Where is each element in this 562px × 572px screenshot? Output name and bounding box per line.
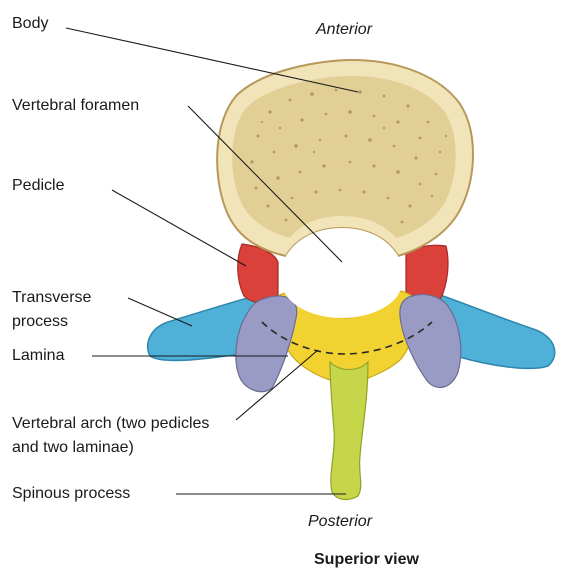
- label-vertebral-arch-line2: and two laminae): [12, 438, 134, 457]
- label-pedicle: Pedicle: [12, 176, 64, 195]
- label-anterior: Anterior: [316, 20, 372, 39]
- label-vertebral-arch-line1: Vertebral arch (two pedicles: [12, 414, 209, 433]
- leader-line-transverse-process: [128, 298, 192, 326]
- spinous-process: [330, 362, 368, 499]
- label-body: Body: [12, 14, 48, 33]
- leader-line-body: [66, 28, 358, 92]
- vertebral-body-cancellous-bone: [232, 76, 455, 238]
- vertebral-foramen: [281, 228, 403, 318]
- label-transverse-process-line2: process: [12, 312, 68, 331]
- label-vertebral-foramen: Vertebral foramen: [12, 96, 139, 115]
- label-transverse-process-line1: Transverse: [12, 288, 91, 307]
- label-spinous-process: Spinous process: [12, 484, 130, 503]
- caption-superior-view: Superior view: [314, 550, 419, 569]
- label-posterior: Posterior: [308, 512, 372, 531]
- label-lamina: Lamina: [12, 346, 64, 365]
